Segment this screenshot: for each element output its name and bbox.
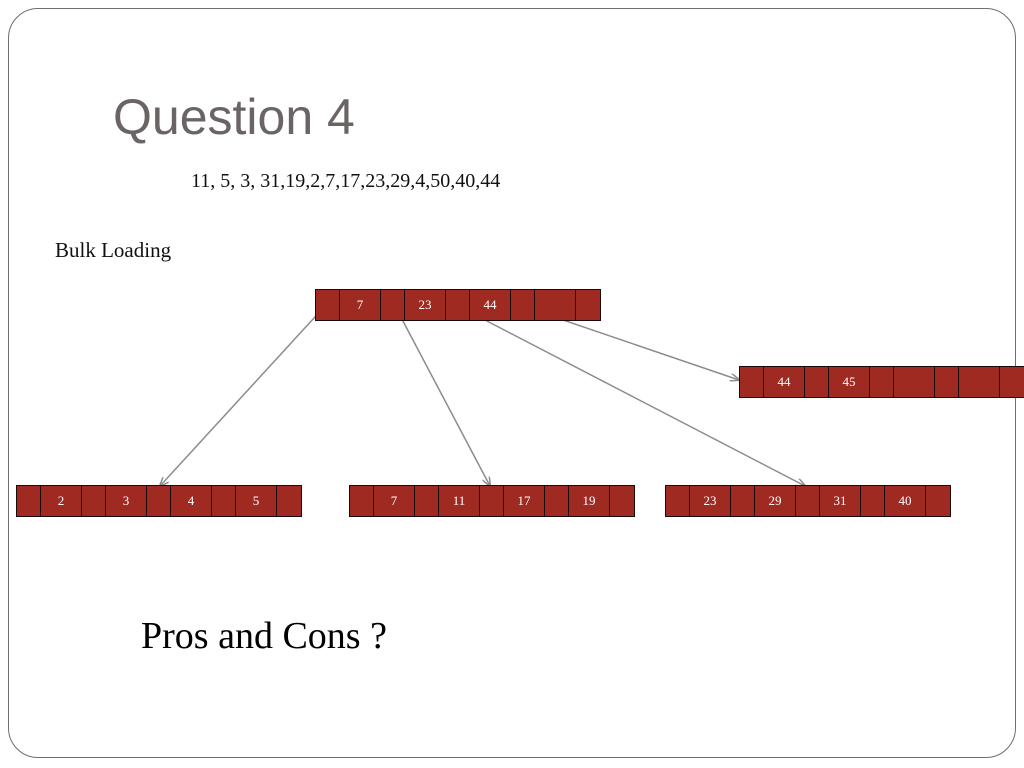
root-node: 7 23 44 xyxy=(315,289,601,321)
key-cell: 40 xyxy=(885,486,926,516)
arrow-root-to-leaf-2 xyxy=(394,305,490,486)
pointer-cell xyxy=(350,486,374,516)
key-cell xyxy=(959,367,1000,397)
bulk-loading-label: Bulk Loading xyxy=(55,238,172,262)
key-cell: 2 xyxy=(41,486,82,516)
key-sequence: 11, 5, 3, 31,19,2,7,17,23,29,4,50,40,44 xyxy=(191,170,501,192)
key-cell: 23 xyxy=(690,486,731,516)
pointer-cell xyxy=(740,367,764,397)
leaf-node-3: 23 29 31 40 xyxy=(665,485,951,517)
key-cell: 45 xyxy=(829,367,870,397)
pointer-cell xyxy=(805,367,829,397)
pointer-cell xyxy=(277,486,301,516)
pointer-cell xyxy=(147,486,171,516)
arrow-root-to-leaf-1 xyxy=(160,305,326,486)
pointer-cell xyxy=(576,290,600,320)
leaf-node-1: 2 3 4 5 xyxy=(16,485,302,517)
key-cell: 7 xyxy=(340,290,381,320)
pointer-cell xyxy=(861,486,885,516)
key-cell: 44 xyxy=(764,367,805,397)
key-cell: 11 xyxy=(439,486,480,516)
key-cell: 44 xyxy=(470,290,511,320)
pros-and-cons-question: Pros and Cons ? xyxy=(141,615,387,657)
key-cell xyxy=(894,367,935,397)
key-cell: 31 xyxy=(820,486,861,516)
key-cell: 23 xyxy=(405,290,446,320)
key-cell xyxy=(535,290,576,320)
pointer-cell xyxy=(731,486,755,516)
pointer-cell xyxy=(446,290,470,320)
pointer-cell xyxy=(935,367,959,397)
key-cell: 3 xyxy=(106,486,147,516)
pointer-cell xyxy=(1000,367,1024,397)
pointer-cell xyxy=(926,486,950,516)
slide-title: Question 4 xyxy=(113,89,355,145)
pointer-cell xyxy=(666,486,690,516)
key-cell: 7 xyxy=(374,486,415,516)
pointer-cell xyxy=(511,290,535,320)
pointer-cell xyxy=(610,486,634,516)
key-cell: 17 xyxy=(504,486,545,516)
key-cell: 4 xyxy=(171,486,212,516)
pointer-cell xyxy=(415,486,439,516)
pointer-cell xyxy=(545,486,569,516)
pointer-cell xyxy=(316,290,340,320)
pointer-cell xyxy=(870,367,894,397)
pointer-cell xyxy=(480,486,504,516)
leaf-node-2: 7 11 17 19 xyxy=(349,485,635,517)
arrow-root-to-leaf-3 xyxy=(457,305,805,486)
key-cell: 19 xyxy=(569,486,610,516)
right-node: 44 45 xyxy=(739,366,1024,398)
pointer-cell xyxy=(796,486,820,516)
pointer-cell xyxy=(82,486,106,516)
pointer-cell xyxy=(212,486,236,516)
pointer-cell xyxy=(17,486,41,516)
key-cell: 5 xyxy=(236,486,277,516)
key-cell: 29 xyxy=(755,486,796,516)
pointer-cell xyxy=(381,290,405,320)
